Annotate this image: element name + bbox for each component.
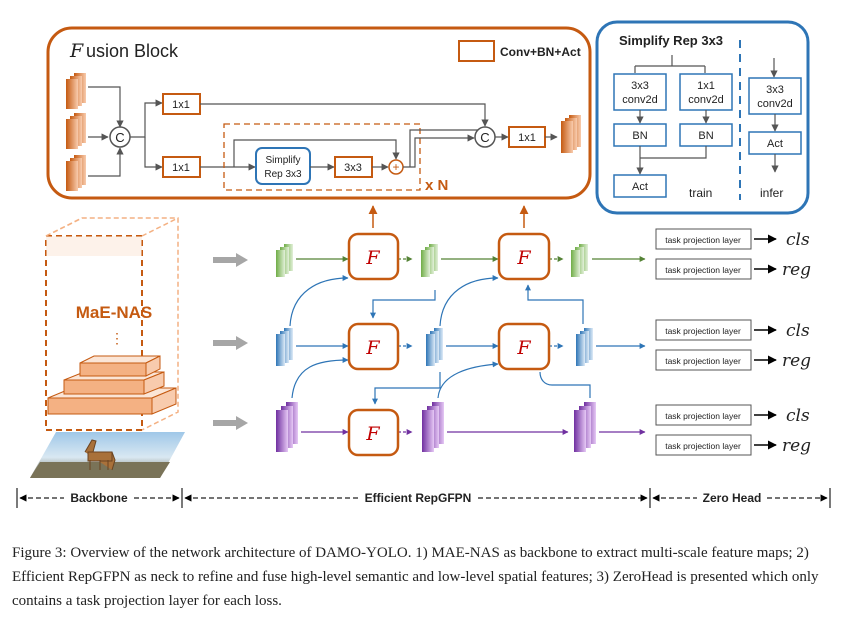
infer-act-label: Act — [767, 138, 783, 150]
svg-text:F: F — [365, 423, 380, 445]
add-label: + — [392, 160, 399, 174]
figure-caption: Figure 3: Overview of the network archit… — [12, 545, 819, 609]
feature-blue-1 — [276, 328, 293, 366]
head-level-3: task projection layer cls task projectio… — [655, 404, 811, 456]
svg-text:F: F — [516, 247, 531, 269]
feature-purple-1 — [276, 402, 298, 452]
train-conv3x3-l2: conv2d — [622, 94, 657, 106]
architecture-diagram: F usion Block Conv+BN+Act C 1x1 1x1 — [16, 20, 831, 508]
fusion-node-5: F — [347, 408, 400, 457]
fusion-output-feature — [561, 115, 581, 153]
svg-text:F: F — [365, 247, 380, 269]
stage-head: Zero Head — [703, 491, 762, 505]
concat-label-right: C — [480, 130, 489, 145]
backbone-dots: ⋮ — [110, 330, 124, 346]
backbone-label: MaE-NAS — [76, 303, 153, 322]
projection-label-5: task projection layer — [665, 411, 741, 421]
feature-purple-2 — [422, 402, 444, 452]
projection-label-6: task projection layer — [665, 441, 741, 451]
conv1x1-bottom-label: 1x1 — [172, 162, 190, 174]
fusion-input-feature-bottom — [66, 155, 86, 191]
infer-conv3x3-l1: 3x3 — [766, 84, 784, 96]
feature-green-1 — [276, 244, 293, 277]
cls-label-2: cls — [786, 321, 810, 341]
feature-blue-3 — [576, 328, 593, 366]
stage-neck: Efficient RepGFPN — [365, 491, 472, 505]
fusion-block-panel: F usion Block Conv+BN+Act C 1x1 1x1 — [46, 26, 592, 200]
feature-green-3 — [571, 244, 588, 277]
train-bn-right-label: BN — [698, 130, 713, 142]
stage-backbone: Backbone — [70, 491, 128, 505]
train-act — [613, 174, 667, 198]
conv1x1-top-label: 1x1 — [172, 99, 190, 111]
train-conv1x1-l1: 1x1 — [697, 80, 715, 92]
head-level-2: task projection layer cls task projectio… — [655, 319, 811, 371]
fusion-input-feature-mid — [66, 113, 86, 149]
cls-label-3: cls — [786, 406, 810, 426]
train-conv1x1-l2: conv2d — [688, 94, 723, 106]
simplify-rep-panel: Simplify Rep 3x3 3x3 conv2d 1x1 conv2d B… — [595, 20, 810, 215]
conv1x1-output-label: 1x1 — [518, 132, 536, 144]
svg-text:F: F — [516, 337, 531, 359]
simplify-rep-label-1: Simplify — [265, 155, 300, 166]
projection-label-2: task projection layer — [665, 265, 741, 275]
train-conv3x3-l1: 3x3 — [631, 80, 649, 92]
cls-label-1: cls — [786, 230, 810, 250]
fusion-node-1: F — [347, 232, 400, 281]
concat-label-left: C — [115, 130, 124, 145]
feature-purple-3 — [574, 402, 596, 452]
head-level-1: task projection layer cls task projectio… — [655, 228, 811, 280]
fusion-node-3: F — [347, 322, 400, 371]
conv3x3-label: 3x3 — [344, 162, 362, 174]
legend-label: Conv+BN+Act — [500, 45, 581, 59]
stage-labels — [16, 488, 831, 508]
train-bn-left-label: BN — [632, 130, 647, 142]
zero-head: task projection layer cls task projectio… — [655, 228, 811, 456]
feature-green-2 — [421, 244, 438, 277]
infer-label: infer — [760, 186, 783, 200]
svg-text:F: F — [365, 337, 380, 359]
backbone-to-neck-arrows — [213, 253, 248, 430]
neck: F F F F F — [276, 205, 646, 457]
backbone: MaE-NAS ⋮ — [30, 217, 185, 478]
infer-conv3x3-l2: conv2d — [757, 98, 792, 110]
reg-label-2: reg — [782, 351, 811, 371]
projection-label-3: task projection layer — [665, 326, 741, 336]
projection-label-4: task projection layer — [665, 356, 741, 366]
simplify-rep-block — [255, 147, 311, 185]
repeat-region — [223, 123, 421, 191]
fusion-block-title: usion Block — [86, 41, 179, 61]
simplify-rep-title: Simplify Rep 3x3 — [619, 33, 723, 48]
reg-label-3: reg — [782, 436, 811, 456]
infer-conv3x3 — [748, 77, 802, 115]
input-image — [30, 432, 185, 478]
train-conv3x3 — [613, 73, 667, 111]
simplify-rep-label-2: Rep 3x3 — [264, 169, 302, 180]
train-label: train — [689, 186, 712, 200]
reg-label-1: reg — [782, 260, 811, 280]
repeat-label: x N — [425, 177, 448, 194]
fusion-node-2: F — [497, 232, 551, 281]
train-act-label: Act — [632, 181, 648, 193]
legend-swatch — [458, 40, 495, 62]
feature-blue-2 — [426, 328, 443, 366]
projection-label-1: task projection layer — [665, 235, 741, 245]
fusion-node-4: F — [497, 322, 551, 371]
fusion-input-feature-top — [66, 73, 86, 109]
fusion-block-title-letter: F — [69, 40, 84, 62]
backbone-slab-top — [79, 355, 161, 377]
